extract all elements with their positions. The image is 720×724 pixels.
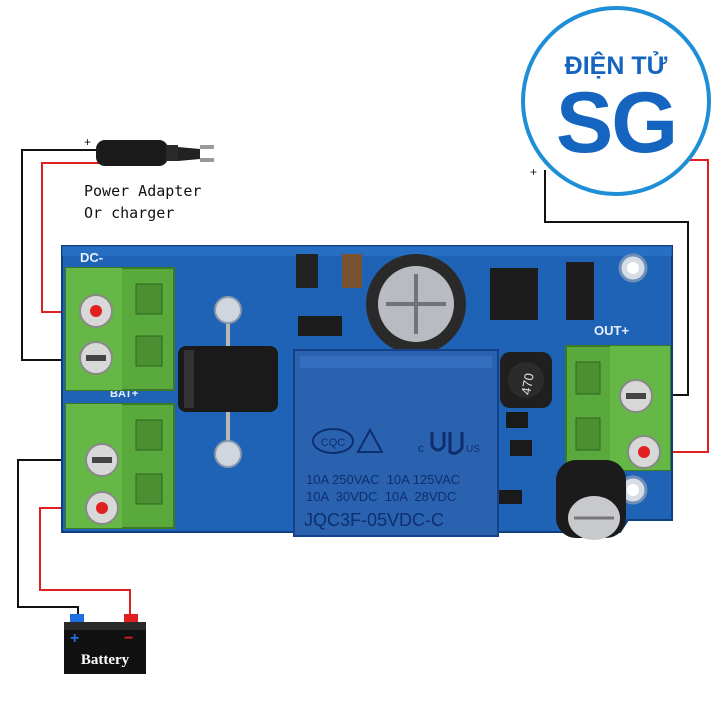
relay-mark-c: c xyxy=(418,441,424,455)
input-terminal-block xyxy=(65,267,175,391)
battery-positive-wire xyxy=(39,507,131,618)
svg-text:CQC: CQC xyxy=(321,437,346,449)
battery-terminal-block xyxy=(65,403,175,529)
battery-plus-mark: + xyxy=(70,630,79,647)
relay-rating-line2: 10A 30VDC 10A 28VDC xyxy=(306,489,456,504)
relay: CQC xyxy=(293,349,499,537)
dc-minus-label: DC- xyxy=(80,250,103,265)
adapter-label-line2: Or charger xyxy=(84,204,175,222)
battery-minus-mark: − xyxy=(124,630,133,647)
smd-components xyxy=(296,254,594,504)
battery-negative-wire xyxy=(17,459,98,618)
inductor-code: 470 xyxy=(518,372,537,396)
relay-mark-us: US xyxy=(466,444,480,455)
adapter-negative-wire xyxy=(21,149,100,361)
relay-model: JQC3F-05VDC-C xyxy=(304,510,444,530)
store-logo: ĐIỆN TỬ SG xyxy=(521,6,711,196)
battery xyxy=(64,614,146,674)
out-plus-label: OUT+ xyxy=(594,323,629,338)
battery-label: Battery xyxy=(81,652,130,668)
adapter-label: Power Adapter Or charger xyxy=(84,180,201,224)
relay-rating-line1: 10A 250VAC 10A 125VAC xyxy=(306,472,460,487)
inductor xyxy=(500,352,552,408)
electrolytic-capacitor xyxy=(366,254,466,354)
adapter-label-line1: Power Adapter xyxy=(84,182,202,200)
logo-text-big: SG xyxy=(555,75,678,171)
power-adapter xyxy=(96,140,214,166)
output-plus-mark: + xyxy=(530,165,537,179)
output-terminal-block xyxy=(565,345,671,471)
adapter-minus-mark: - xyxy=(84,155,88,170)
power-diode xyxy=(178,296,278,468)
adapter-plus-mark: + xyxy=(84,135,91,149)
small-capacitor xyxy=(556,460,626,540)
logo-text-top: ĐIỆN TỬ xyxy=(564,52,668,80)
